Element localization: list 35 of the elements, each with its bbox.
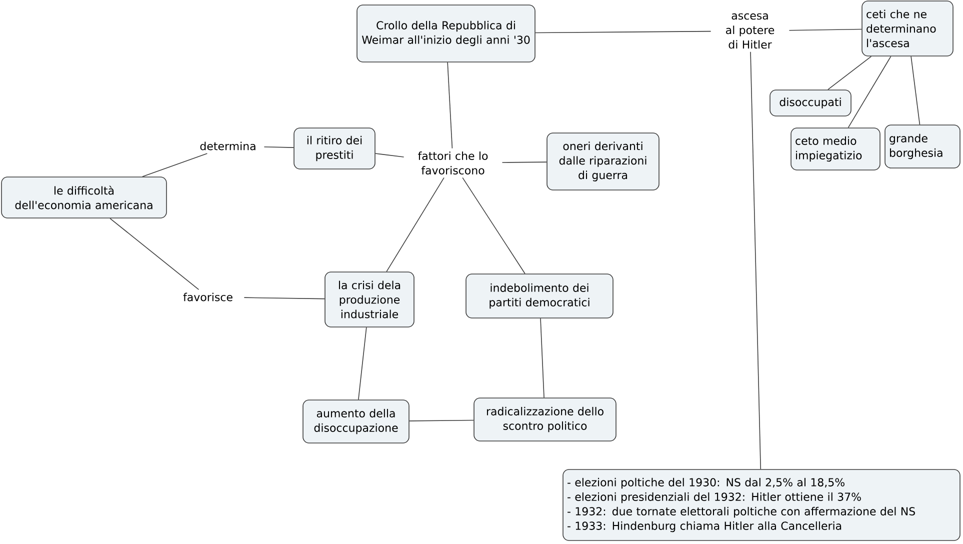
connector-line	[788, 28, 862, 31]
connector-line	[447, 62, 453, 149]
connector-line	[358, 327, 367, 400]
connector-line	[502, 162, 547, 163]
connector-line	[244, 297, 325, 300]
concept-box: grande borghesia	[884, 124, 960, 168]
concept-box: il ritiro dei prestiti	[294, 128, 376, 170]
concept-box: aumento della disoccupazione	[302, 400, 410, 444]
concept-box: indebolimento dei partiti democratici	[466, 274, 614, 318]
connector-line	[462, 177, 526, 274]
connector-line	[848, 56, 892, 128]
connector-line	[409, 420, 474, 422]
concept-box: disoccupati	[770, 90, 852, 116]
linking-phrase: fattori che lo favoriscono	[418, 152, 488, 174]
connector-line	[142, 153, 208, 177]
concept-box: ceti che ne determinano l'ascesa	[862, 0, 954, 56]
connector-line	[540, 318, 544, 398]
concept-box: le difficoltà dell'economia americana	[1, 176, 167, 218]
connector-line	[828, 56, 872, 90]
linking-phrase: determina	[200, 142, 256, 150]
concept-box: Crollo della Repubblica di Weimar all'inizio degli anni '30	[356, 4, 536, 62]
connector-line	[535, 30, 712, 34]
concept-box: la crisi dela produzione industriale	[324, 272, 414, 328]
note-box: - elezioni poltiche del 1930: NS dal 2,5% al 18,5% - elezioni presidenziali del 1932: Hitler ottiene il 37% - 1932: due tornate elettorali poltiche con affermazione del NS - 1933: Hindenburg chiama Hitler alla Cancelleria	[562, 469, 960, 541]
connector-line	[386, 177, 444, 272]
connector-line	[110, 218, 200, 290]
concept-box: oneri derivanti dalle riparazioni di guerra	[546, 132, 660, 190]
linking-phrase: favorisce	[183, 292, 232, 302]
concept-box: ceto medio impiegatizio	[790, 128, 880, 170]
linking-phrase: ascesa al potere di Hitler	[726, 13, 774, 49]
connector-line	[910, 56, 920, 125]
connector-line	[375, 153, 404, 158]
concept-box: radicalizzazione dello scontro politico	[474, 398, 616, 442]
connector-line	[264, 146, 294, 148]
connector-line	[750, 51, 762, 470]
